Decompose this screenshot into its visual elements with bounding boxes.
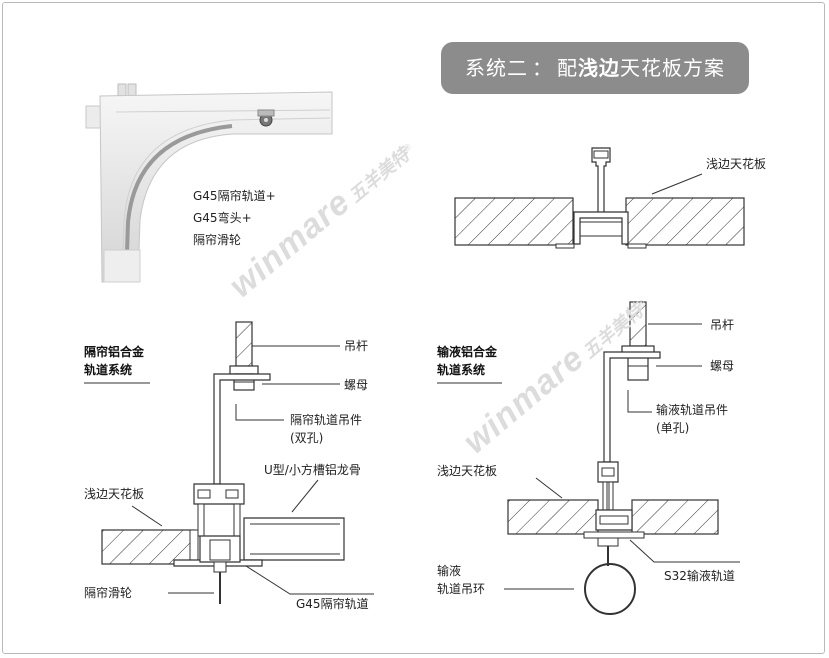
- title-separator: ：: [532, 56, 553, 80]
- right-hanger-label-line1: 输液轨道吊件: [656, 403, 729, 417]
- curved-rail-photo: [85, 83, 333, 283]
- photo-caption-line2: G45弯头+: [193, 211, 252, 225]
- photo-caption-line3: 隔帘滑轮: [193, 233, 242, 247]
- left-ceiling-label: 浅边天花板: [84, 487, 145, 501]
- title-badge: 系统二：配浅边天花板方案: [441, 42, 749, 94]
- right-ring-label-line1: 输液: [437, 564, 462, 578]
- right-ceiling-label: 浅边天花板: [437, 464, 498, 478]
- right-hanger-label-line2: (单孔): [656, 421, 690, 435]
- left-pulley-label: 隔帘滑轮: [84, 586, 133, 600]
- title-part1: 系统二: [465, 56, 528, 80]
- top-right-section-diagram: [454, 147, 745, 249]
- title-part2: 配: [557, 56, 578, 80]
- photo-caption-line1: G45隔帘轨道+: [193, 189, 276, 203]
- left-hanger-rod-label: 吊杆: [344, 339, 369, 353]
- right-heading-line1: 输液铝合金: [437, 345, 498, 359]
- right-track-label: S32输液轨道: [664, 569, 735, 583]
- left-nut-label: 螺母: [344, 378, 369, 392]
- right-heading-line2: 轨道系统: [437, 363, 486, 377]
- left-section-diagram: [84, 321, 374, 604]
- left-hanger-label-line1: 隔帘轨道吊件: [290, 413, 363, 427]
- right-ring-label-line2: 轨道吊环: [437, 582, 486, 596]
- right-hanger-rod-label: 吊杆: [710, 318, 735, 332]
- title-highlight: 浅边: [578, 56, 620, 80]
- left-hanger-label-line2: (双孔): [290, 431, 324, 445]
- left-track-label: G45隔帘轨道: [296, 597, 369, 611]
- top-ceiling-label: 浅边天花板: [706, 157, 767, 171]
- right-nut-label: 螺母: [710, 359, 735, 373]
- left-heading-line1: 隔帘铝合金: [84, 345, 145, 359]
- right-section-diagram: [437, 301, 740, 615]
- title-part3: 天花板方案: [620, 56, 725, 80]
- left-keel-label: U型/小方槽铝龙骨: [264, 463, 361, 477]
- left-heading-line2: 轨道系统: [84, 363, 133, 377]
